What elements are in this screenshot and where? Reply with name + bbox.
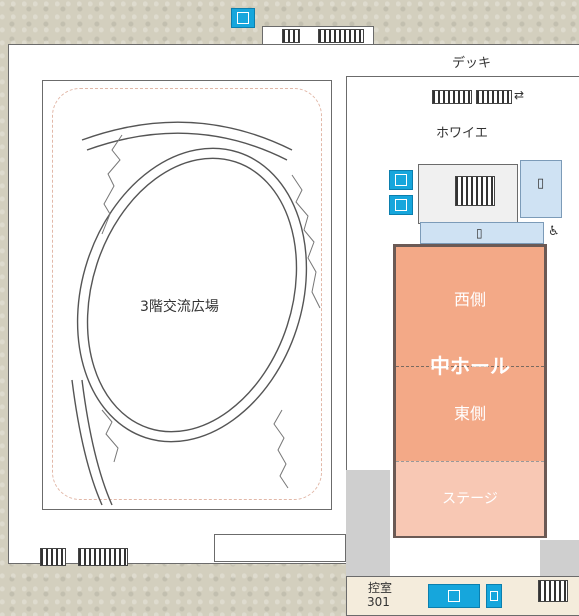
backstage-area <box>540 540 579 576</box>
plaza-path <box>52 88 322 500</box>
restroom-icon: ▯ <box>476 226 483 240</box>
stairs-icon <box>282 29 300 43</box>
hall-seating <box>396 247 544 461</box>
room-label: 控室 <box>368 581 393 595</box>
foyer-label: ホワイエ <box>436 126 488 141</box>
hall-stage <box>396 461 544 536</box>
hall-divider <box>396 366 544 367</box>
plaza-label: 3階交流広場 <box>140 299 219 315</box>
hall-stage-label: ステージ <box>442 491 498 507</box>
elevator-icon <box>389 170 413 190</box>
backstage-area <box>346 470 390 576</box>
stairs-icon <box>538 580 568 602</box>
bottom-corridor <box>214 534 346 562</box>
arrow-icon: ⇄ <box>514 88 525 102</box>
stairs-icon <box>40 548 66 566</box>
escalator-icon <box>476 90 512 104</box>
restroom-icon: ▯ <box>537 176 545 191</box>
deck-label: デッキ <box>452 56 492 71</box>
elevator-icon <box>428 584 480 608</box>
elevator-icon <box>389 195 413 215</box>
restroom-icon <box>420 222 544 244</box>
walkway-svg <box>71 121 321 506</box>
elevator-icon <box>231 8 255 28</box>
hall-west-label: 西側 <box>453 290 486 309</box>
room-number: 301 <box>367 595 390 609</box>
restroom-icon <box>520 160 562 218</box>
hall-east-label: 東側 <box>453 404 486 423</box>
elevator-icon <box>486 584 502 608</box>
hall-name: 中ホール <box>430 354 510 378</box>
stairs-icon <box>78 548 128 566</box>
escalator-icon <box>432 90 472 104</box>
stairs-icon <box>455 176 495 206</box>
wheelchair-icon: ♿ <box>548 224 560 239</box>
stairs-icon <box>318 29 364 43</box>
hall-border <box>393 244 547 538</box>
